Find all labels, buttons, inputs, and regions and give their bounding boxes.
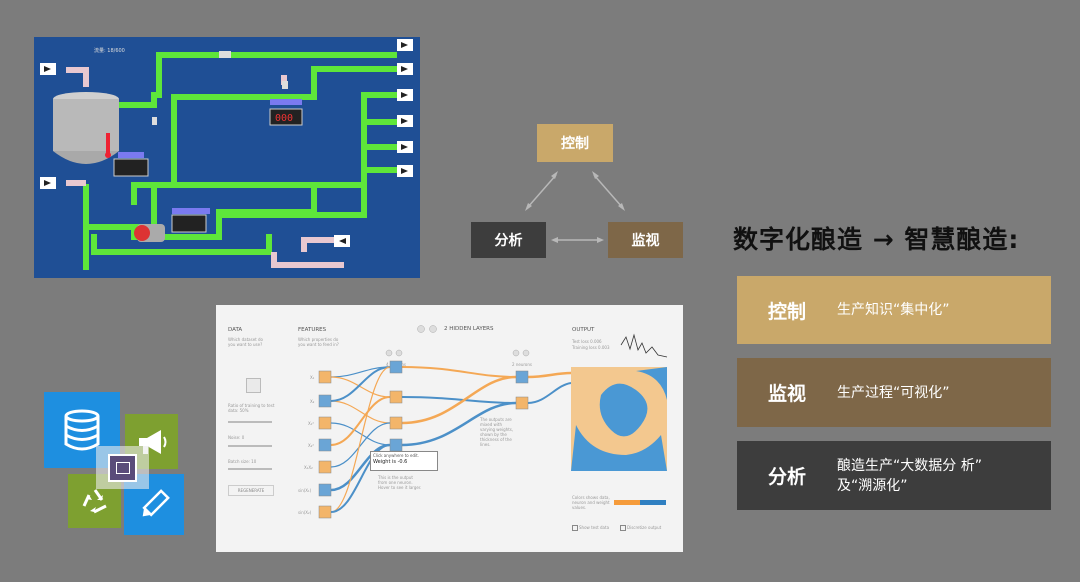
feature-node [318,505,332,519]
noise-label: Noise: 0 [228,435,245,440]
weight-tooltip: Click anywhere to edit. Weight is -0.6 [370,451,438,471]
feature-box-analysis: 分析 酿造生产“大数据分 析” 及“溯源化” [737,441,1051,510]
hidden-node [389,438,403,452]
scada-top-label: 流量: 18/600 [94,47,125,54]
feature-box-control: 控制 生产知识“集中化” [737,276,1051,344]
features-label: FEATURES [298,327,327,333]
feature-box-desc: 生产过程“可视化” [837,384,950,401]
tile-center [96,446,149,489]
noise-slider[interactable] [228,445,272,447]
hidden-layers-label: 2 HIDDEN LAYERS [444,326,494,332]
hidden-node [389,360,403,374]
tooltip-line1: Click anywhere to edit. [373,453,419,458]
feature-box-desc-line1: 酿造生产“大数据分 析” [837,457,982,474]
feature-label-x1sq: X₁² [308,421,314,426]
hidden-node [389,390,403,404]
feature-node [318,416,332,430]
hidden-node [515,370,529,384]
pencil-icon [142,488,170,517]
show-test-label: Show test data [579,525,610,530]
neurons2-label: 2 neurons [512,362,532,367]
feature-box-title: 控制 [767,300,806,323]
diagram-node-monitor: 监视 [608,222,683,258]
digital-display-3 [171,214,207,233]
headline: 数字化酿造 → 智慧酿造: [733,225,1020,254]
digital-display-1 [269,108,303,126]
feature-box-desc-line2: 及“溯源化” [837,477,908,494]
tooltip-line2: Weight is -0.6 [373,459,408,465]
feature-label-sinx1: sin(X₁) [298,488,312,493]
feature-box-monitor: 监视 生产过程“可视化” [737,358,1051,427]
data-sub: Which dataset do you want to use? [228,337,263,347]
batch-slider[interactable] [228,468,272,470]
neural-network-playground: DATA Which dataset do you want to use? R… [216,305,683,552]
scada-pipe-diagram: 000 [40,39,413,270]
pipe-top [156,52,397,98]
digital-display-2 [113,158,149,177]
hidden-node [515,396,529,410]
diagram-node-control: 控制 [537,124,613,162]
ratio-slider[interactable] [228,421,272,423]
discretize-checkbox[interactable] [620,525,626,531]
feature-label-x2sq: X₂² [308,443,314,448]
data-label: DATA [228,327,243,333]
pump-icon [134,224,165,242]
feature-node [318,394,332,408]
diagram-node-control-label: 控制 [561,136,589,152]
feature-label-sinx2: sin(X₂) [298,510,312,515]
feature-label-x1x2: X₁X₂ [304,465,313,470]
feature-node [318,460,332,474]
feature-box-title: 监视 [767,383,806,405]
recycle-icon [82,489,107,514]
features-sub: Which properties do you want to feed in? [298,337,339,347]
feature-box-desc: 酿造生产“大数据分 析” 及“溯源化” [837,456,982,496]
discretize-label: Discretize output [627,525,662,530]
diagram-node-analysis: 分析 [471,222,546,258]
feature-box-desc: 生产知识“集中化” [837,302,950,318]
feature-label-x2: X₂ [310,399,315,404]
mid-note: The outputs are mixed with varying weigh… [480,417,514,447]
hidden-node [389,416,403,430]
document-icon [108,453,137,482]
feature-node [318,483,332,497]
display1-value: 000 [275,113,293,124]
tank-icon [53,92,119,164]
batch-label: Batch size: 10 [228,459,257,464]
ratio-label: Ratio of training to test data: 50% [228,403,275,413]
database-icon [64,409,100,451]
diagram-node-monitor-label: 监视 [631,233,660,249]
pipe-outlet [271,252,344,268]
colors-note: Colors shows data, neuron and weight val… [572,495,610,510]
diagram-node-analysis-label: 分析 [494,233,523,249]
feature-box-title: 分析 [767,466,806,488]
dataset-spiral[interactable] [246,378,261,393]
training-loss: Training loss 0.003 [572,345,610,350]
feature-label-x1: X₁ [310,375,315,380]
show-test-checkbox[interactable] [572,525,578,531]
network-graph [318,325,668,519]
feature-node [318,438,332,452]
tooltip-note: This is the output from one neuron. Hove… [378,475,422,490]
scada-process-panel: 000 [34,37,420,278]
output-label: OUTPUT [572,327,595,333]
feature-node [318,370,332,384]
regenerate-button[interactable]: REGENERATE [228,485,274,496]
test-loss: Test loss 0.006 [572,339,602,344]
